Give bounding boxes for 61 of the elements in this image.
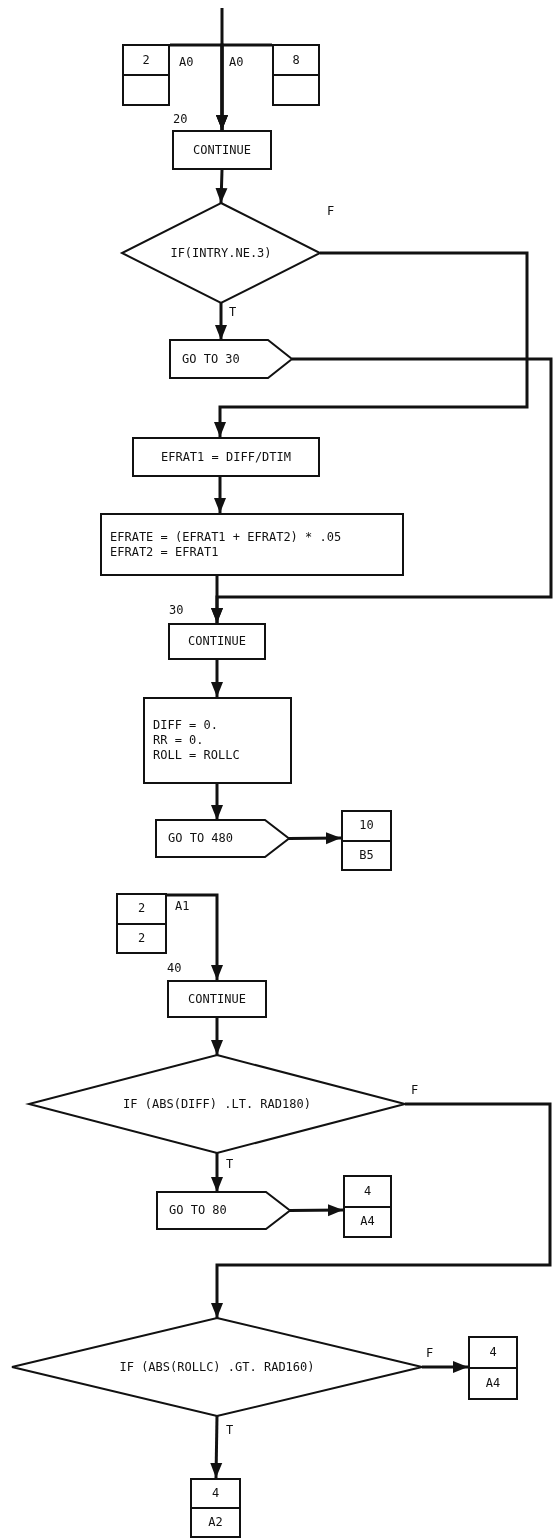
- offpage-connector: [343, 1175, 392, 1238]
- statement-text: CONTINUE: [188, 634, 246, 649]
- statement-text: DIFF = 0.: [153, 718, 220, 733]
- process-box: [132, 437, 320, 477]
- connector-text: A2: [208, 1515, 223, 1530]
- flow-arrow: [211, 1102, 552, 1318]
- connector-text: A4: [360, 1214, 375, 1230]
- statement-text: EFRAT1 = DIFF/DTIM: [160, 449, 291, 465]
- flow-arrow: [215, 303, 227, 340]
- flow-arrow: [422, 1361, 468, 1373]
- flow-arrow: [211, 1153, 223, 1192]
- connector-text: 4: [363, 1183, 372, 1199]
- flow-arrow: [211, 660, 223, 697]
- statement-text: ROLL = ROLLC: [153, 748, 241, 763]
- connector-text: 4: [211, 1486, 220, 1501]
- flow-arrow: [214, 251, 529, 437]
- goto-box: [156, 820, 289, 857]
- connector-text: 2: [137, 901, 146, 917]
- process-box: [172, 130, 272, 170]
- offpage-connector: [116, 893, 167, 954]
- statement-text: EFRAT2 = EFRAT1: [110, 544, 220, 560]
- flow-arrow: [289, 832, 341, 845]
- statement-text: EFRATE = (EFRAT1 + EFRAT2) * .05: [110, 529, 343, 545]
- decision-diamond: [122, 203, 320, 303]
- flow-arrow: [290, 1204, 343, 1217]
- statement-text: GO TO 30: [182, 351, 240, 367]
- connector-text: 8: [292, 52, 300, 68]
- offpage-connector: [341, 810, 392, 871]
- connector-text: 4: [489, 1345, 497, 1360]
- flow-arrow: [211, 784, 223, 820]
- statement-text: GO TO 480: [168, 831, 234, 846]
- process-box: [100, 513, 404, 576]
- statement-text: GO TO 80: [169, 1203, 227, 1218]
- statement-text: IF(INTRY.NE.3): [170, 245, 272, 261]
- flow-arrow: [216, 43, 272, 130]
- decision-diamond: [12, 1318, 422, 1416]
- connector-text: 2: [137, 930, 146, 946]
- flow-arrow: [214, 477, 226, 513]
- flow-arrow: [167, 893, 223, 980]
- flow-arrow: [210, 1415, 223, 1479]
- flow-arrow: [211, 576, 223, 623]
- connector-text: B5: [359, 847, 374, 863]
- statement-text: IF (ABS(DIFF) .LT. RAD180): [123, 1096, 311, 1112]
- statement-text: CONTINUE: [193, 142, 251, 158]
- offpage-connector: [468, 1336, 518, 1400]
- statement-text: RR = 0.: [153, 733, 205, 748]
- goto-box: [170, 340, 292, 378]
- process-box: [168, 623, 266, 660]
- flow-arrow: [215, 169, 228, 204]
- connector-text: 10: [359, 818, 374, 834]
- process-box: [167, 980, 267, 1018]
- offpage-connector: [272, 44, 320, 106]
- connector-text: A4: [485, 1376, 501, 1391]
- offpage-connector: [190, 1478, 241, 1538]
- statement-text: CONTINUE: [188, 991, 246, 1007]
- offpage-connector: [122, 44, 170, 106]
- flow-arrow: [211, 1018, 223, 1055]
- connector-text: 2: [142, 52, 150, 68]
- statement-text: IF (ABS(ROLLC) .GT. RAD160): [119, 1359, 315, 1375]
- process-box: [143, 697, 292, 784]
- goto-box: [157, 1192, 290, 1229]
